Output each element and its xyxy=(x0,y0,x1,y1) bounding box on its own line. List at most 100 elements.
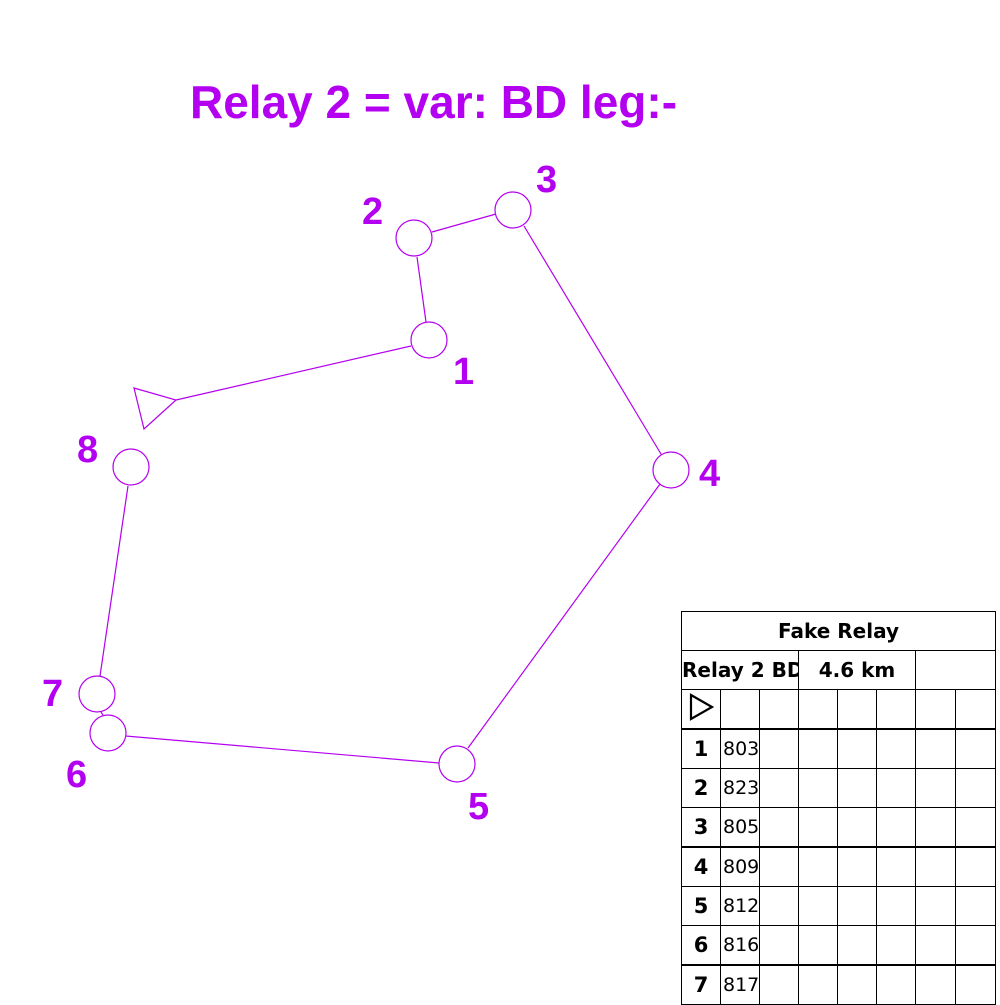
description-cell xyxy=(759,964,799,1005)
description-cell xyxy=(837,807,877,848)
description-cell xyxy=(876,807,916,848)
description-cell xyxy=(876,964,916,1005)
description-cell xyxy=(759,807,799,848)
cell xyxy=(954,689,997,730)
description-cell xyxy=(876,925,916,966)
description-cell xyxy=(915,964,956,1005)
control-number: 2 xyxy=(681,768,721,808)
control-label-5: 5 xyxy=(468,786,489,828)
control-circle-1 xyxy=(410,321,448,359)
description-cell xyxy=(915,886,956,926)
description-cell xyxy=(759,886,799,926)
start-cell xyxy=(681,689,721,730)
description-cell xyxy=(915,807,956,848)
control-circle-8 xyxy=(112,448,150,486)
cell xyxy=(837,689,877,730)
description-cell xyxy=(837,925,877,966)
event-name: Fake Relay xyxy=(680,611,997,651)
description-cell xyxy=(837,768,877,808)
description-cell xyxy=(954,964,997,1005)
description-cell xyxy=(876,846,916,887)
description-cell xyxy=(759,846,799,887)
course-climb-cell xyxy=(914,650,997,690)
leg-start-1 xyxy=(175,345,412,401)
sheet-start-row xyxy=(681,689,997,730)
control-code: 803 xyxy=(720,728,760,769)
description-cell xyxy=(837,886,877,926)
description-cell xyxy=(954,768,997,808)
sheet-event-row: Fake Relay xyxy=(680,611,997,651)
control-code: 823 xyxy=(720,768,760,808)
description-cell xyxy=(915,846,956,887)
control-circle-5 xyxy=(438,745,476,783)
leg-2-3 xyxy=(431,213,497,233)
control-circles xyxy=(78,191,690,783)
description-cell xyxy=(876,886,916,926)
control-number: 5 xyxy=(681,886,721,926)
control-code: 805 xyxy=(720,807,760,848)
leg-5-6 xyxy=(125,735,440,764)
start-triangle-icon xyxy=(133,387,178,431)
control-labels: 1 2 3 4 5 6 7 8 xyxy=(42,159,720,828)
description-cell xyxy=(759,925,799,966)
control-number: 1 xyxy=(681,728,721,769)
control-circle-7 xyxy=(78,675,116,713)
control-label-6: 6 xyxy=(66,754,87,796)
description-cell xyxy=(837,728,877,769)
control-number: 3 xyxy=(681,807,721,848)
description-cell xyxy=(915,728,956,769)
leg-1-2 xyxy=(416,256,427,323)
course-name: Relay 2 BD xyxy=(681,650,799,690)
description-cell xyxy=(798,846,838,887)
control-code: 809 xyxy=(720,846,760,887)
description-cell xyxy=(798,964,838,1005)
description-cell xyxy=(798,768,838,808)
description-cell xyxy=(954,925,997,966)
control-number: 4 xyxy=(681,846,721,887)
control-code: 817 xyxy=(720,964,760,1005)
cell xyxy=(876,689,916,730)
course-length: 4.6 km xyxy=(798,650,916,690)
description-cell xyxy=(798,728,838,769)
description-cell xyxy=(954,807,997,848)
course-title: Relay 2 = var: BD leg:- xyxy=(190,76,678,128)
course-legs xyxy=(99,213,662,764)
leg-3-4 xyxy=(523,225,662,455)
control-label-7: 7 xyxy=(42,673,63,715)
control-code: 816 xyxy=(720,925,760,966)
description-cell xyxy=(837,846,877,887)
control-circle-2 xyxy=(395,219,433,257)
description-cell xyxy=(759,728,799,769)
cell xyxy=(798,689,838,730)
sheet-course-row: Relay 2 BD 4.6 km xyxy=(681,650,997,690)
control-label-1: 1 xyxy=(453,351,474,393)
leg-7-8 xyxy=(99,485,129,677)
cell xyxy=(915,689,956,730)
description-cell xyxy=(759,768,799,808)
description-cell xyxy=(954,728,997,769)
control-circle-6 xyxy=(89,714,127,752)
control-circle-4 xyxy=(652,451,690,489)
control-label-4: 4 xyxy=(699,453,720,495)
control-label-3: 3 xyxy=(536,159,557,201)
leg-6-7 xyxy=(100,711,104,716)
description-cell xyxy=(954,846,997,887)
description-cell xyxy=(915,768,956,808)
description-cell xyxy=(798,886,838,926)
control-label-8: 8 xyxy=(77,429,98,471)
cell xyxy=(720,689,760,730)
description-cell xyxy=(798,925,838,966)
control-label-2: 2 xyxy=(362,191,383,233)
description-cell xyxy=(876,728,916,769)
control-number: 7 xyxy=(681,964,721,1005)
control-number: 6 xyxy=(681,925,721,966)
